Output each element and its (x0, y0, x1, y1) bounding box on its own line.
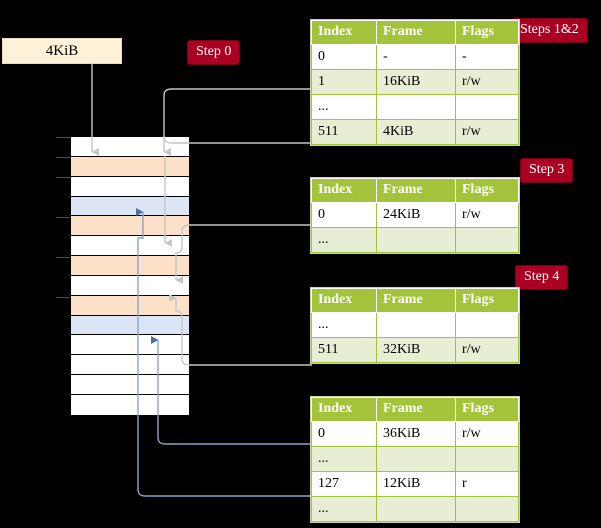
cell-flags (455, 496, 519, 522)
memory-frame-row (71, 176, 189, 197)
badge-step-0: Step 0 (188, 41, 240, 64)
cell-flags (455, 446, 519, 472)
memory-frame-row (71, 236, 189, 257)
page-table-level-3: Index Frame Flags ... 511 32KiB r/w (311, 288, 519, 363)
page-table-level-1: Index Frame Flags 0 - - 1 16KiB r/w ... (311, 20, 519, 145)
table-row: 0 24KiB r/w (311, 202, 519, 228)
memory-tick (56, 257, 72, 258)
cell-index: ... (311, 446, 377, 472)
table-header-row: Index Frame Flags (311, 178, 519, 203)
memory-frame-row (71, 256, 189, 276)
memory-frame-grid (70, 136, 190, 416)
cell-frame: 32KiB (376, 337, 456, 363)
column-header-flags: Flags (455, 20, 519, 45)
cell-index: 0 (311, 202, 377, 228)
memory-frame-row (71, 295, 189, 316)
table-header-row: Index Frame Flags (311, 20, 519, 45)
column-header-flags: Flags (455, 288, 519, 313)
memory-frame-row (71, 137, 189, 157)
cell-index: 127 (311, 471, 377, 497)
column-header-index: Index (311, 397, 377, 422)
cell-index: 511 (311, 337, 377, 363)
memory-frame-row (71, 394, 189, 415)
badge-step-0-label: Step 0 (196, 44, 232, 59)
source-box-label: 4KiB (45, 42, 79, 59)
cell-frame: 16KiB (376, 69, 456, 95)
column-header-flags: Flags (455, 397, 519, 422)
cell-frame: 4KiB (376, 119, 456, 145)
table-row: 511 4KiB r/w (311, 119, 519, 145)
badge-step-4: Step 4 (516, 266, 568, 289)
cell-index: ... (311, 227, 377, 253)
memory-frame-row (71, 275, 189, 296)
column-header-frame: Frame (376, 397, 456, 422)
cell-flags (455, 94, 519, 120)
cell-index: 1 (311, 69, 377, 95)
table-row: ... (311, 94, 519, 120)
column-header-index: Index (311, 20, 377, 45)
cell-index: ... (311, 312, 377, 338)
table-row: ... (311, 312, 519, 338)
cell-flags (455, 312, 519, 338)
column-header-index: Index (311, 178, 377, 203)
column-header-frame: Frame (376, 288, 456, 313)
badge-step-4-label: Step 4 (524, 269, 560, 284)
table-row: 0 - - (311, 44, 519, 70)
cell-index: ... (311, 94, 377, 120)
cell-flags (455, 227, 519, 253)
cell-flags: r (455, 471, 519, 497)
memory-frame-row (71, 156, 189, 177)
table-row: 127 12KiB r (311, 471, 519, 497)
column-header-frame: Frame (376, 178, 456, 203)
page-table-level-4: Index Frame Flags 0 36KiB r/w ... 127 12… (311, 397, 519, 522)
cell-frame (376, 227, 456, 253)
table-row: 1 16KiB r/w (311, 69, 519, 95)
memory-frame-row (71, 375, 189, 395)
cell-frame: 12KiB (376, 471, 456, 497)
cell-frame: - (376, 44, 456, 70)
cell-flags: r/w (455, 202, 519, 228)
memory-tick (56, 177, 72, 178)
cell-flags: r/w (455, 69, 519, 95)
badge-steps-1-2-label: Steps 1&2 (520, 22, 579, 37)
cell-frame: 36KiB (376, 421, 456, 447)
memory-frame-row (71, 315, 189, 336)
column-header-flags: Flags (455, 178, 519, 203)
table-row: ... (311, 496, 519, 522)
cell-frame (376, 496, 456, 522)
cell-frame (376, 312, 456, 338)
memory-frame-row (71, 355, 189, 376)
cell-flags: - (455, 44, 519, 70)
table-row: 0 36KiB r/w (311, 421, 519, 447)
memory-frame-row (71, 335, 189, 356)
badge-steps-1-2: Steps 1&2 (512, 19, 587, 42)
memory-frame-row (71, 196, 189, 217)
page-table-level-2: Index Frame Flags 0 24KiB r/w ... (311, 178, 519, 253)
cell-index: ... (311, 496, 377, 522)
cell-frame: 24KiB (376, 202, 456, 228)
memory-tick (56, 157, 72, 158)
table-row: 511 32KiB r/w (311, 337, 519, 363)
cell-flags: r/w (455, 119, 519, 145)
column-header-index: Index (311, 288, 377, 313)
cell-flags: r/w (455, 421, 519, 447)
source-box-4kib: 4KiB (2, 38, 122, 64)
badge-step-3: Step 3 (521, 159, 573, 182)
memory-tick (56, 217, 72, 218)
badge-step-3-label: Step 3 (529, 162, 565, 177)
cell-flags: r/w (455, 337, 519, 363)
cell-index: 511 (311, 119, 377, 145)
table-row: ... (311, 227, 519, 253)
column-header-frame: Frame (376, 20, 456, 45)
table-header-row: Index Frame Flags (311, 397, 519, 422)
memory-tick (56, 137, 72, 138)
memory-frame-row (71, 216, 189, 237)
cell-index: 0 (311, 421, 377, 447)
table-row: ... (311, 446, 519, 472)
cell-frame (376, 446, 456, 472)
cell-index: 0 (311, 44, 377, 70)
table-header-row: Index Frame Flags (311, 288, 519, 313)
memory-tick (56, 297, 72, 298)
cell-frame (376, 94, 456, 120)
